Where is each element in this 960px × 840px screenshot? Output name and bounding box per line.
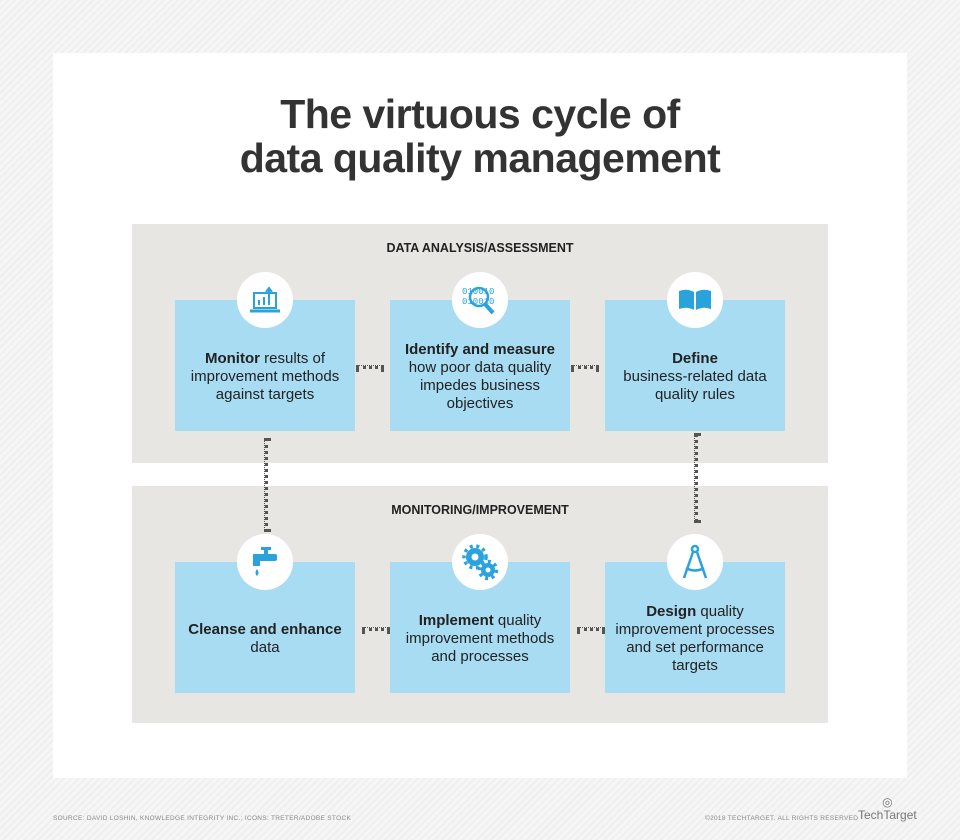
eye-icon: ◎ [882, 795, 893, 809]
title-line-2: data quality management [239, 135, 721, 181]
book-icon [667, 272, 723, 328]
gears-icon [452, 534, 508, 590]
arrow-up [264, 438, 268, 532]
step-bold: Design [646, 602, 697, 620]
arrow-left [577, 627, 605, 631]
techtarget-logo: ◎TechTarget [858, 796, 917, 822]
title-line-1: The virtuous cycle of [280, 91, 680, 137]
step-text: business-related data quality rules [623, 367, 767, 403]
step-text: quality improvement methods and processe… [405, 611, 555, 665]
panel-title: DATA ANALYSIS/ASSESSMENT [386, 241, 574, 255]
copyright: ©2018 TECHTARGET. ALL RIGHTS RESERVED [705, 815, 859, 822]
step-text: results of improvement methods against t… [190, 349, 340, 403]
logo-text: TechTarget [858, 808, 917, 822]
source-note: SOURCE: DAVID LOSHIN, KNOWLEDGE INTEGRIT… [53, 815, 352, 822]
arrow-left [362, 627, 390, 631]
svg-text:010010: 010010 [462, 287, 494, 297]
step-bold: Define [672, 349, 718, 367]
arrow-right [571, 365, 599, 369]
arrow-down [694, 433, 698, 523]
chart-laptop-icon [237, 272, 293, 328]
faucet-icon [237, 534, 293, 590]
step-bold: Cleanse and enhance [188, 620, 342, 638]
panel-title: MONITORING/IMPROVEMENT [391, 503, 569, 517]
step-bold: Monitor [204, 349, 260, 367]
step-text: data [250, 638, 280, 656]
step-bold: Implement [418, 611, 494, 629]
compass-icon [667, 534, 723, 590]
step-bold: Identify and measure [404, 340, 556, 358]
svg-text:010010: 010010 [462, 297, 494, 307]
step-text: how poor data quality impedes business o… [408, 358, 552, 412]
step-text: quality improvement processes and set pe… [615, 602, 775, 674]
arrow-right [356, 365, 384, 369]
